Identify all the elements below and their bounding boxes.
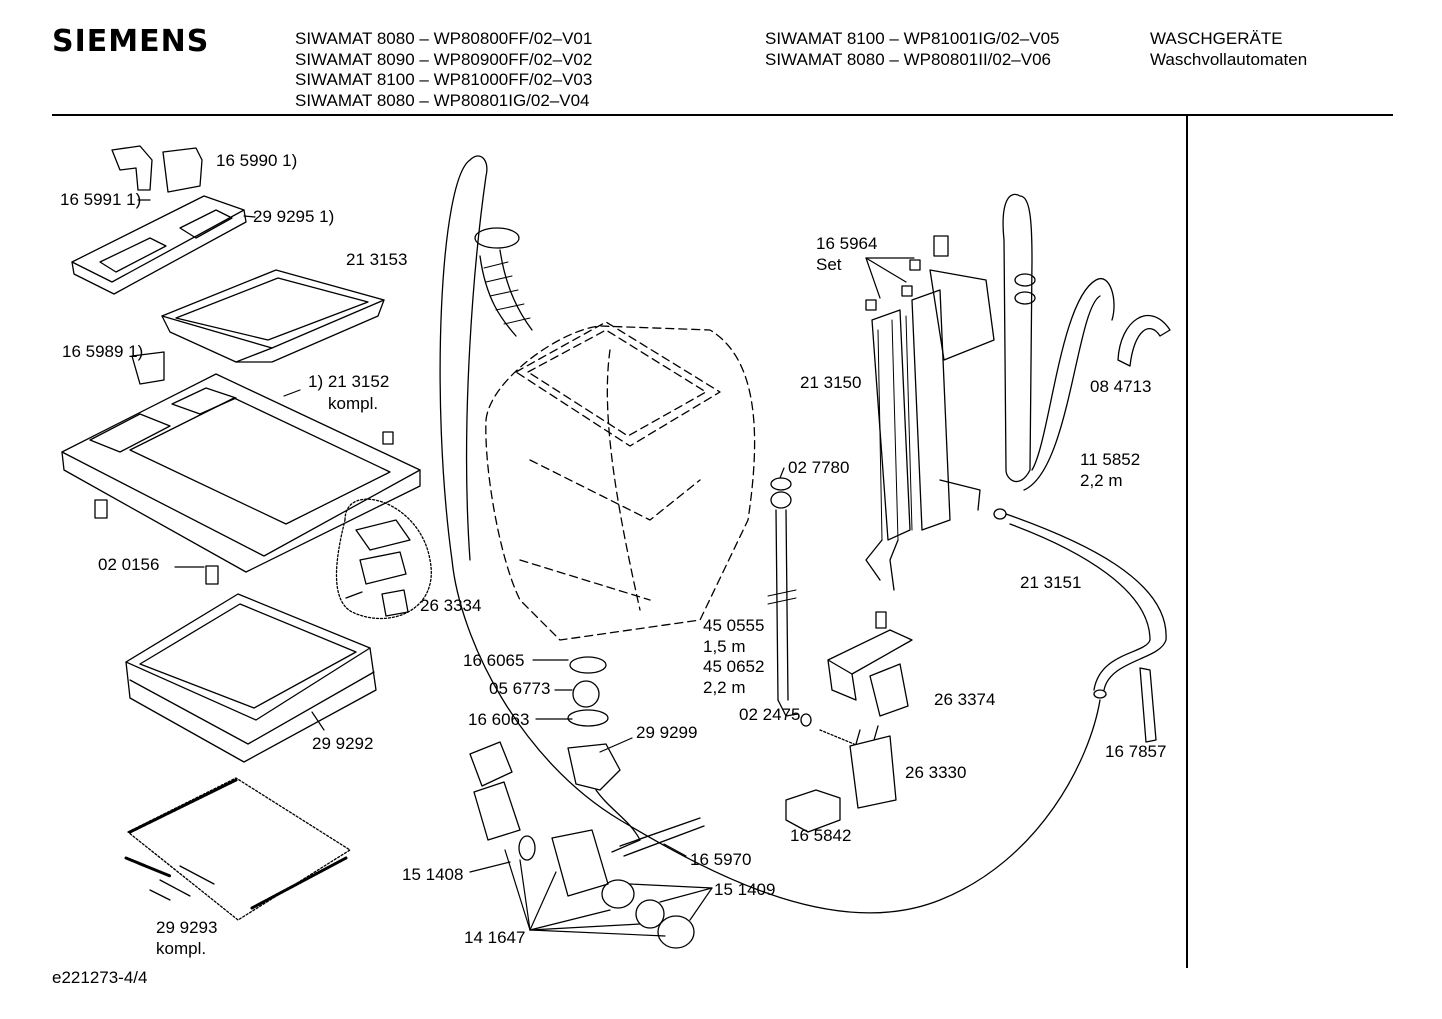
- part-label: 45 0555: [703, 616, 765, 635]
- part-label: 29 9299: [636, 723, 698, 742]
- detergent-drawer-insert: [71, 195, 247, 295]
- part-label: 29 9292: [312, 734, 374, 753]
- pump-assembly: [469, 656, 705, 949]
- part-label: 21 3153: [346, 250, 408, 269]
- part-label: 45 0652: [703, 657, 765, 676]
- part-label: 16 6063: [468, 710, 530, 729]
- door-lock-263334-group: [335, 498, 432, 620]
- part-label: 05 6773: [489, 679, 551, 698]
- part-label: 2,2 m: [1080, 471, 1123, 490]
- part-label: 29 9295 1): [253, 207, 335, 226]
- drain-hose-115852: [1002, 193, 1115, 491]
- drawer-tray-213153: [161, 269, 385, 363]
- part-label: 02 2475: [739, 705, 801, 724]
- clips-020156: [94, 499, 219, 585]
- relay-165842: [785, 789, 841, 833]
- leader-lines: [137, 199, 915, 937]
- document-id: e221273-4/4: [52, 968, 148, 987]
- spring-set-299293: [124, 777, 351, 921]
- model-line: SIWAMAT 8090 – WP80900FF/02–V02: [295, 49, 593, 69]
- part-label: 29 9293: [156, 918, 218, 937]
- part-label: 11 5852: [1080, 450, 1141, 469]
- part-label: 26 3334: [420, 596, 482, 615]
- clip-167857: [1139, 667, 1157, 743]
- part-label: 21 3150: [800, 373, 862, 392]
- part-label: 21 3151: [1020, 573, 1082, 592]
- hose-213151: [993, 508, 1167, 699]
- part-label: 16 5964: [816, 234, 878, 253]
- heater-control-213150: [865, 235, 995, 591]
- part-label: 1) 21 3152: [308, 372, 390, 391]
- part-label: 16 6065: [463, 651, 525, 670]
- part-label: 2,2 m: [703, 678, 746, 697]
- right-margin-rule: [1186, 116, 1188, 968]
- part-label: 1,5 m: [703, 637, 746, 656]
- category-subtitle: Waschvollautomaten: [1150, 49, 1308, 69]
- part-label: 02 0156: [98, 555, 160, 574]
- part-label: 14 1647: [464, 928, 526, 947]
- part-label: 26 3374: [934, 690, 996, 709]
- model-line: SIWAMAT 8080 – WP80801IG/02–V04: [295, 90, 590, 110]
- bellows-hose: [474, 227, 533, 337]
- part-label: 16 5991 1): [60, 190, 142, 209]
- grouping-outline: [439, 159, 1101, 914]
- header-rule: [52, 114, 1393, 116]
- part-label: 08 4713: [1090, 377, 1152, 396]
- model-line: SIWAMAT 8080 – WP80801II/02–V06: [765, 49, 1052, 69]
- inlet-hose-450555: [767, 477, 812, 727]
- model-list-right: SIWAMAT 8100 – WP81001IG/02–V05 SIWAMAT …: [765, 29, 1060, 70]
- part-label: kompl.: [156, 939, 207, 958]
- bracket-084713: [1117, 315, 1171, 367]
- part-label: 16 5842: [790, 826, 852, 845]
- part-label: 16 5970: [690, 850, 752, 869]
- connector-263374: [827, 611, 913, 717]
- siemens-logo: SIEMENS: [52, 24, 210, 59]
- part-label: 26 3330: [905, 763, 967, 782]
- model-line: SIWAMAT 8100 – WP81000FF/02–V03: [295, 70, 593, 89]
- part-label: kompl.: [328, 394, 379, 413]
- model-line: SIWAMAT 8080 – WP80800FF/02–V01: [295, 29, 593, 48]
- part-label: 15 1409: [714, 880, 776, 899]
- grouping-outline-inner: [465, 155, 488, 561]
- part-label: 02 7780: [788, 458, 850, 477]
- category-title: WASCHGERÄTE: [1150, 29, 1283, 48]
- door-seal-frame-299292: [125, 593, 377, 763]
- model-line: SIWAMAT 8100 – WP81001IG/02–V05: [765, 29, 1060, 48]
- model-list-left: SIWAMAT 8080 – WP80800FF/02–V01 SIWAMAT …: [295, 29, 592, 111]
- valve-263330: [819, 725, 897, 809]
- part-label: Set: [816, 255, 842, 274]
- part-label: 16 5990 1): [216, 151, 298, 170]
- drawer-handle-part: [111, 145, 203, 193]
- part-label: 16 5989 1): [62, 342, 144, 361]
- top-frame-213152: [61, 351, 421, 573]
- category-block: WASCHGERÄTE Waschvollautomaten: [1150, 29, 1307, 70]
- part-label: 16 7857: [1105, 742, 1167, 761]
- washing-tub: [485, 321, 756, 641]
- part-label: 15 1408: [402, 865, 464, 884]
